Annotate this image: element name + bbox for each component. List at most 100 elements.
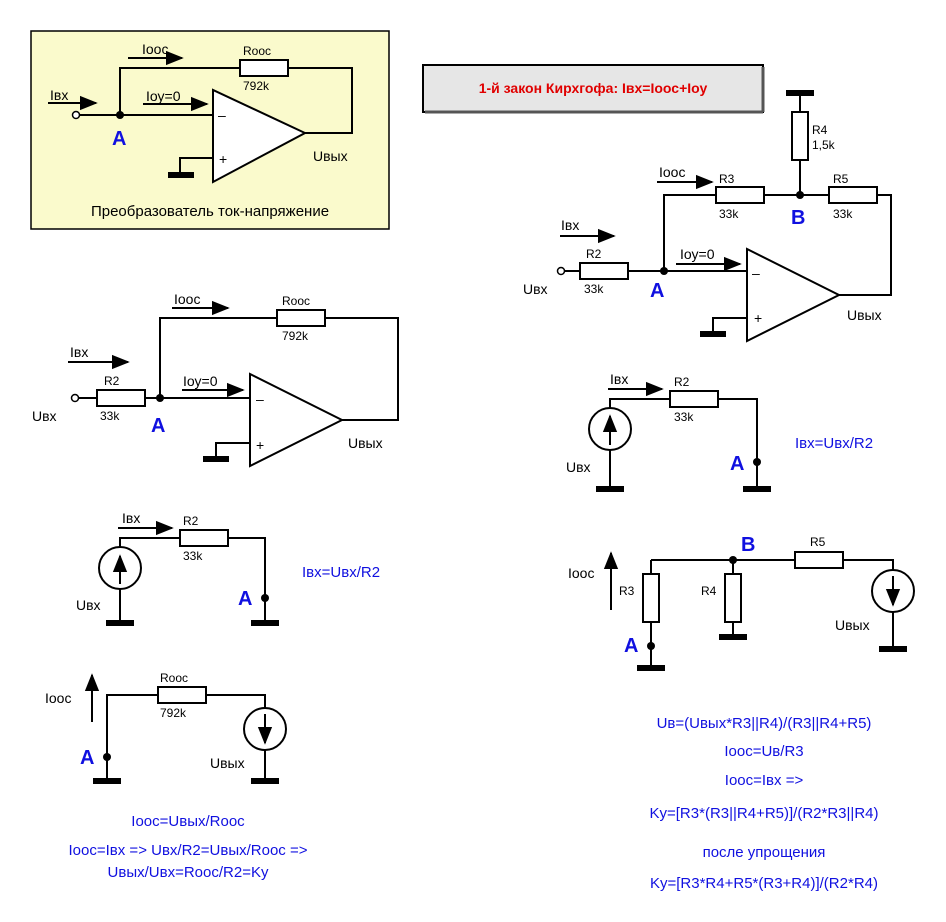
equation-4: Kу=[R3*(R3||R4+R5)]/(R2*R3||R4) bbox=[650, 805, 879, 822]
label-i-amp: Iоу=0 bbox=[146, 88, 181, 104]
minus-sign: – bbox=[256, 391, 264, 407]
ground-symbol bbox=[106, 620, 134, 626]
label-r2: R2 bbox=[104, 374, 120, 388]
kirchhoff-law-text: 1-й закон Кирхгофа: Iвх=Iоос+Iоу bbox=[479, 80, 708, 96]
label-i-in: Iвх bbox=[70, 344, 88, 360]
panel-current-voltage-converter: – + Iвх Iоос Iоу=0 Rоос 792k A Uвых Прео… bbox=[30, 30, 390, 230]
label-r2-value: 33k bbox=[584, 282, 604, 296]
minus-sign: – bbox=[218, 107, 226, 123]
label-u-out: Uвых bbox=[313, 148, 348, 164]
label-r-fb-value: 792k bbox=[160, 706, 187, 720]
label-r2-value: 33k bbox=[100, 409, 120, 423]
label-r2: R2 bbox=[586, 247, 602, 261]
feedback-resistor bbox=[157, 686, 207, 704]
ground-symbol bbox=[879, 646, 907, 652]
label-r4: R4 bbox=[812, 123, 828, 137]
resistor-r5 bbox=[828, 186, 878, 204]
equation-6: Kу=[R3*R4+R5*(R3+R4)]/(R2*R4) bbox=[650, 875, 878, 892]
label-u-out: Uвых bbox=[847, 307, 882, 323]
feedback-resistor bbox=[239, 59, 289, 77]
label-i-fb: Iоос bbox=[142, 41, 168, 57]
plus-sign: + bbox=[219, 151, 227, 167]
label-r2: R2 bbox=[183, 514, 199, 528]
input-resistor-r2 bbox=[96, 389, 146, 407]
node-a-label: A bbox=[151, 415, 165, 437]
caption: Преобразователь ток-напряжение bbox=[91, 203, 329, 220]
ground-symbol bbox=[786, 90, 814, 96]
label-i-in: Iвх bbox=[50, 87, 68, 103]
resistor-r5 bbox=[794, 551, 844, 569]
label-r3: R3 bbox=[619, 584, 635, 598]
ground-symbol bbox=[596, 486, 624, 492]
panel-feedback-equivalent: Iоос Rоос 792k A Uвых Iоос=Uвых/Rоос Iоо… bbox=[45, 671, 308, 881]
equation-3: Iоос=Iвх => bbox=[725, 772, 804, 789]
input-terminal bbox=[70, 393, 80, 403]
equation-1: Iоос=Uвых/Rоос bbox=[131, 813, 245, 830]
opamp bbox=[746, 247, 842, 343]
ground-symbol bbox=[637, 665, 665, 671]
label-r3: R3 bbox=[719, 172, 735, 186]
resistor-r4 bbox=[724, 573, 742, 623]
ground-symbol bbox=[203, 456, 229, 462]
node-b-label: B bbox=[741, 534, 755, 556]
label-u-in: Uвх bbox=[566, 459, 591, 475]
opamp bbox=[212, 88, 308, 184]
label-i-fb: Iоос bbox=[659, 164, 685, 180]
equation-3: Uвых/Uвх=Rоос/R2=Kу bbox=[108, 864, 269, 881]
opamp bbox=[249, 372, 345, 468]
equation: Iвх=Uвх/R2 bbox=[302, 564, 380, 581]
label-r-fb-value: 792k bbox=[282, 329, 309, 343]
ground-symbol bbox=[168, 172, 194, 178]
label-r-fb: Rоос bbox=[243, 44, 271, 58]
input-terminal bbox=[556, 266, 566, 276]
label-r5-value: 33k bbox=[833, 207, 853, 221]
ground-symbol bbox=[700, 331, 726, 337]
ground-symbol bbox=[719, 634, 747, 640]
input-terminal bbox=[71, 110, 81, 120]
label-r5: R5 bbox=[810, 535, 826, 549]
label-r3-value: 33k bbox=[719, 207, 739, 221]
label-u-in: Uвх bbox=[523, 281, 548, 297]
node-a-label: A bbox=[112, 128, 126, 150]
label-r5: R5 bbox=[833, 172, 849, 186]
label-r4-value: 1,5k bbox=[812, 138, 836, 152]
equation: Iвх=Uвх/R2 bbox=[795, 435, 873, 452]
feedback-resistor bbox=[276, 309, 326, 327]
label-i-in: Iвх bbox=[122, 510, 140, 526]
equation-2: Iоос=Iвх => Uвх/R2=Uвых/Rоос => bbox=[69, 842, 308, 859]
node-a-label: A bbox=[80, 747, 94, 769]
label-u-out: Uвых bbox=[348, 435, 383, 451]
equation-1: Uв=(Uвых*R3||R4)/(R3||R4+R5) bbox=[657, 715, 872, 732]
input-resistor-r2 bbox=[579, 262, 629, 280]
label-i-fb: Iоос bbox=[174, 291, 200, 307]
label-i-in: Iвх bbox=[561, 217, 579, 233]
node-a-label: A bbox=[624, 635, 638, 657]
panel-inverting-amplifier: – + Iвх Iоос Iоу=0 R2 33k Rоос 792k Uвх … bbox=[32, 291, 399, 468]
node-b-label: B bbox=[791, 207, 805, 229]
label-r2-value: 33k bbox=[183, 549, 203, 563]
label-r-fb: Rоос bbox=[282, 294, 310, 308]
label-i-amp: Iоу=0 bbox=[183, 373, 218, 389]
panel-feedback-network: Iоос R3 R4 R5 A B Uвых Uв=(Uвых*R3||R4)/… bbox=[568, 534, 915, 892]
node-a-label: A bbox=[238, 588, 252, 610]
equation-5: после упрощения bbox=[703, 844, 826, 861]
label-u-in: Uвх bbox=[32, 408, 57, 424]
label-i-in: Iвх bbox=[610, 371, 628, 387]
label-r-fb-value: 792k bbox=[243, 79, 270, 93]
label-i-amp: Iоу=0 bbox=[680, 246, 715, 262]
panel-t-network-amplifier: – + Iвх Iоос Iоу=0 R2 33k R3 33k R4 1,5k… bbox=[523, 90, 892, 343]
plus-sign: + bbox=[256, 437, 264, 453]
label-r2: R2 bbox=[674, 375, 690, 389]
label-r4: R4 bbox=[701, 584, 717, 598]
resistor-r4 bbox=[791, 111, 809, 161]
resistor-r3 bbox=[642, 573, 660, 623]
resistor-r3 bbox=[715, 186, 765, 204]
minus-sign: – bbox=[752, 265, 760, 281]
ground-symbol bbox=[251, 778, 279, 784]
kirchhoff-law-box: 1-й закон Кирхгофа: Iвх=Iоос+Iоу bbox=[422, 64, 765, 114]
ground-symbol bbox=[743, 486, 771, 492]
panel-input-equivalent: Iвх R2 33k Uвх A Iвх=Uвх/R2 bbox=[76, 510, 380, 626]
resistor-r2 bbox=[179, 529, 229, 547]
panel-input-equivalent-right: Iвх R2 33k Uвх A Iвх=Uвх/R2 bbox=[566, 371, 873, 492]
